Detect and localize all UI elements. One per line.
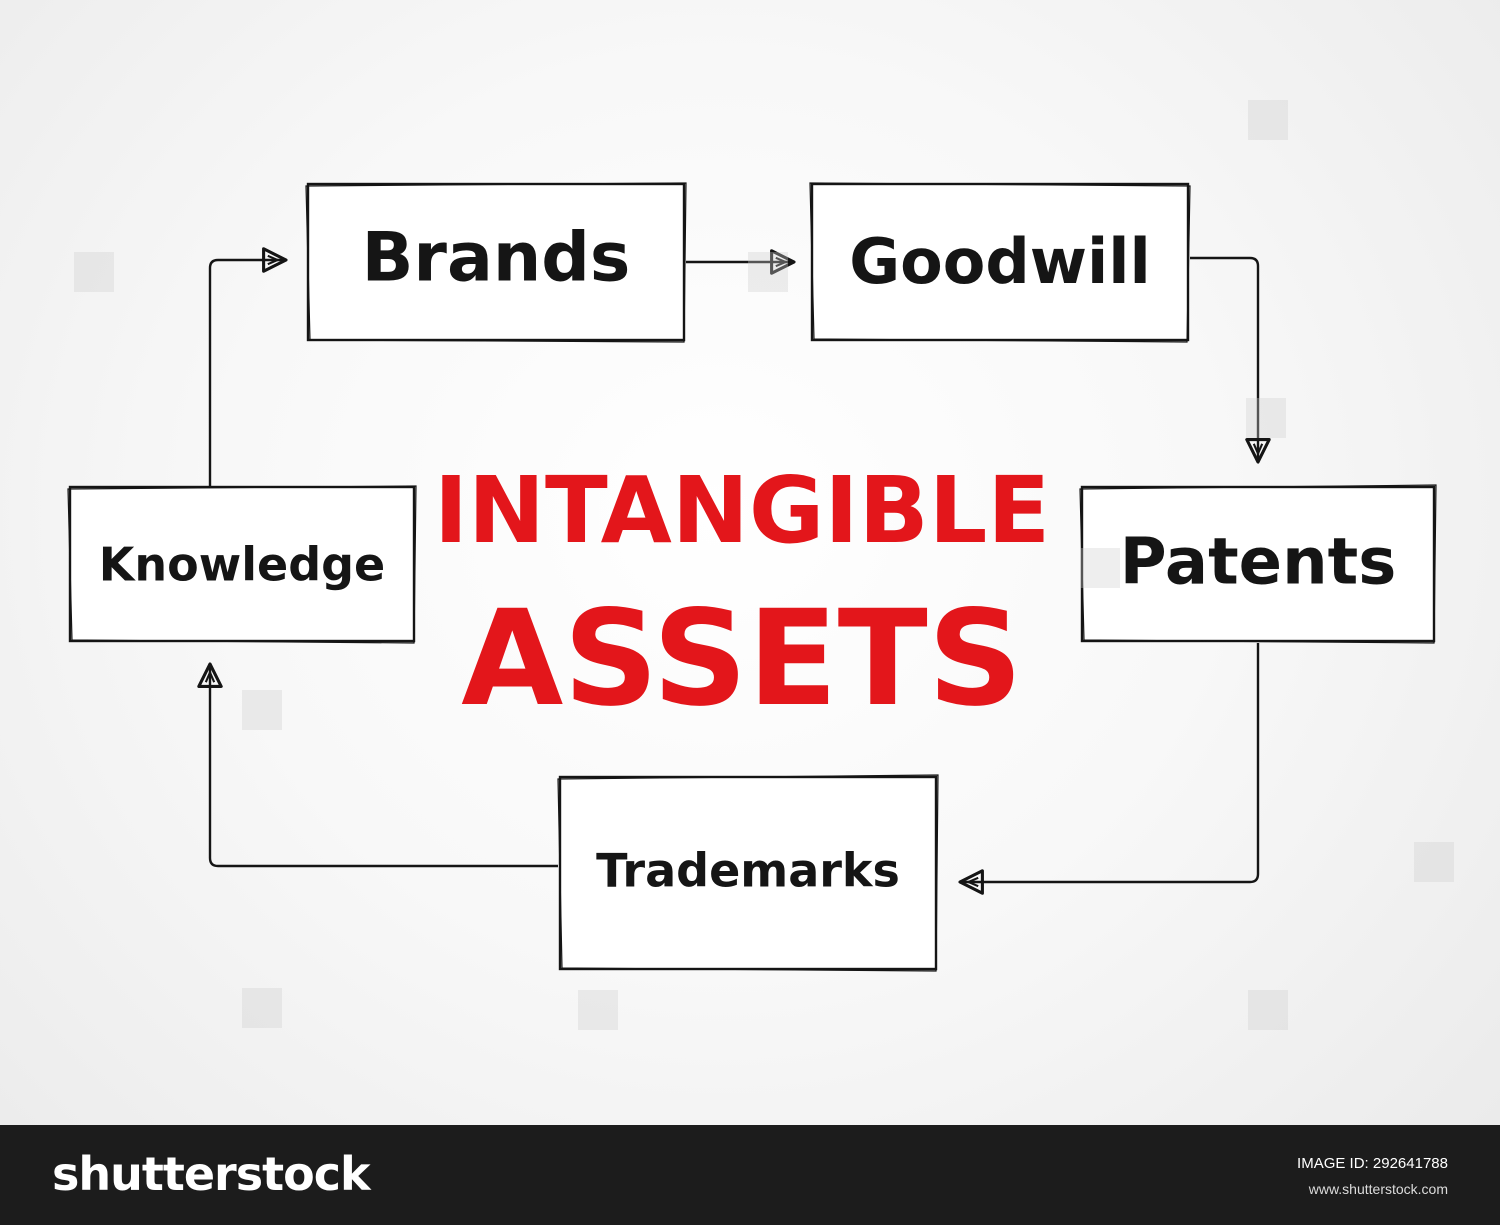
arrow-trademarks-to-knowledge <box>197 662 558 868</box>
knowledge-box: Knowledge <box>67 485 417 644</box>
arrow-knowledge-to-brands <box>208 247 288 487</box>
title-line-2: ASSETS <box>461 582 1023 736</box>
goodwill-box: Goodwill <box>809 182 1191 343</box>
image-id-label: IMAGE ID: <box>1297 1155 1369 1172</box>
knowledge-label: Knowledge <box>99 538 386 592</box>
intangible-assets-diagram: Brands Goodwill Patents Knowledge Tradem… <box>67 100 1454 1030</box>
arrow-goodwill-to-patents <box>1190 256 1271 464</box>
footer-brand-logo: shutterstock <box>52 1147 371 1201</box>
footer-image-id: IMAGE ID: 292641788 <box>1297 1155 1448 1172</box>
footer-site-url: www.shutterstock.com <box>1308 1181 1448 1197</box>
watermark-tiles <box>74 100 1454 1030</box>
brands-box: Brands <box>305 182 687 343</box>
patents-label: Patents <box>1120 526 1397 600</box>
footer-bar: shutterstock IMAGE ID: 292641788 www.shu… <box>0 1125 1500 1225</box>
goodwill-label: Goodwill <box>849 225 1151 298</box>
brands-label: Brands <box>362 219 631 298</box>
title-line-1: INTANGIBLE <box>434 457 1050 564</box>
trademarks-label: Trademarks <box>596 844 900 898</box>
patents-box: Patents <box>1079 484 1437 644</box>
image-id-value: 292641788 <box>1372 1155 1448 1172</box>
arrow-patents-to-trademarks <box>958 643 1260 895</box>
trademarks-box: Trademarks <box>557 774 939 972</box>
